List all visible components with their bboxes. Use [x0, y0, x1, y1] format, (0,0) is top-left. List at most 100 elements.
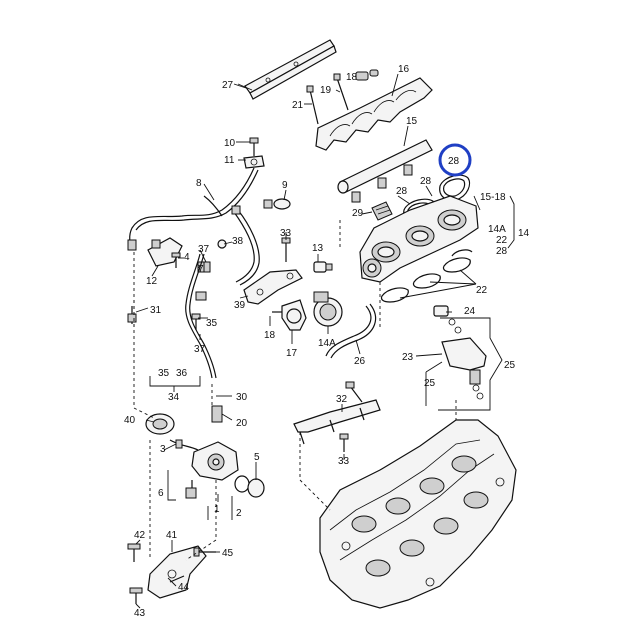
label-7: 7: [198, 264, 204, 275]
label-17: 17: [286, 348, 298, 359]
label-35-lower: 35: [158, 368, 170, 379]
label-35-upper: 35: [206, 318, 218, 329]
label-41: 41: [166, 530, 178, 541]
label-27: 27: [222, 80, 234, 91]
label-30: 30: [236, 392, 248, 403]
part-29-pad: [371, 201, 393, 221]
label-43: 43: [134, 608, 146, 619]
callout-labels: 27 16 19 18 21 15 10 11 8 9 28 28 28 29 …: [124, 64, 530, 619]
label-24: 24: [464, 306, 476, 317]
label-8: 8: [196, 178, 202, 189]
part-14a-actuator: [313, 291, 343, 327]
part-10-bolt: [249, 137, 259, 156]
label-33-lower: 33: [338, 456, 350, 467]
label-6: 6: [158, 488, 164, 499]
part-14-intake-manifold: [359, 195, 479, 283]
label-42: 42: [134, 530, 146, 541]
label-28-highlighted: 28: [448, 156, 460, 167]
part-35-bolt: [191, 313, 201, 330]
label-11: 11: [224, 155, 235, 166]
label-29: 29: [352, 208, 364, 219]
part-19-bolt: [333, 73, 349, 111]
label-28-upper: 28: [420, 176, 432, 187]
label-15-18: 15-18: [480, 192, 506, 203]
highlight-circle-28: [438, 143, 472, 177]
label-23: 23: [402, 352, 414, 363]
label-20: 20: [236, 418, 248, 429]
label-37-upper: 37: [198, 244, 210, 255]
label-12: 12: [146, 276, 158, 287]
part-27-rail: [237, 39, 337, 100]
label-28-side: 28: [496, 246, 508, 257]
part-33-bolt-lower: [339, 433, 349, 452]
part-43-bolt: [129, 587, 143, 604]
label-45: 45: [222, 548, 234, 559]
label-39: 39: [234, 300, 246, 311]
part-12-bracket: [147, 237, 183, 267]
part-41-bracket: [147, 545, 207, 599]
part-16-cap: [355, 69, 379, 81]
label-40: 40: [124, 415, 136, 426]
label-22-lower: 22: [476, 285, 488, 296]
part-11-clamp: [243, 155, 265, 169]
part-9-fitting: [263, 198, 291, 210]
label-14a-upper: 14A: [488, 224, 506, 235]
part-39-bracket: [243, 269, 303, 305]
part-18-manifold-cover: [315, 77, 433, 151]
leader-lines: [135, 73, 515, 609]
part-24-cap: [433, 305, 449, 317]
part-22-gaskets: [380, 249, 473, 303]
label-4: 4: [184, 252, 190, 263]
label-37-lower: 37: [194, 344, 206, 355]
part-31-bolt: [127, 306, 137, 324]
label-28-left: 28: [396, 186, 408, 197]
part-32-bracket: [293, 399, 381, 445]
part-38-clip: [217, 239, 227, 249]
label-26: 26: [354, 356, 366, 367]
label-3: 3: [160, 444, 166, 455]
part-26-pipe: [325, 303, 377, 359]
part-40-seal: [145, 413, 175, 435]
part-pipe-left: [185, 253, 217, 379]
part-33-bolt-top: [281, 237, 291, 262]
part-15-fuel-rail: [337, 139, 433, 203]
dashed-assembly-lines: [133, 220, 457, 561]
label-5: 5: [254, 452, 260, 463]
label-19: 19: [320, 85, 332, 96]
part-42-bolt: [127, 543, 141, 562]
part-23-injector: [441, 318, 487, 400]
label-44: 44: [178, 582, 190, 593]
part-45-bolt: [193, 547, 216, 557]
part-20-plug: [211, 405, 223, 423]
label-1: 1: [214, 504, 220, 515]
part-13-sensor: [313, 261, 333, 273]
part-5-ring: [234, 475, 265, 498]
label-36: 36: [176, 368, 188, 379]
label-18: 18: [346, 72, 358, 83]
part-17-valve: [272, 299, 307, 331]
label-18-lower: 18: [264, 330, 276, 341]
label-16: 16: [398, 64, 410, 75]
part-1-pump: [185, 441, 239, 499]
label-2: 2: [236, 508, 242, 519]
part-4-bolt: [171, 252, 181, 268]
label-32: 32: [336, 394, 348, 405]
label-14: 14: [518, 228, 530, 239]
label-10: 10: [224, 138, 236, 149]
cylinder-head: [319, 419, 517, 609]
label-22-upper: 22: [496, 235, 508, 246]
label-13: 13: [312, 243, 324, 254]
label-15: 15: [406, 116, 418, 127]
label-9: 9: [282, 180, 288, 191]
label-21: 21: [292, 100, 304, 111]
label-33-upper: 33: [280, 228, 292, 239]
label-31: 31: [150, 305, 162, 316]
label-38: 38: [232, 236, 244, 247]
label-25-left: 25: [424, 378, 436, 389]
part-8-fuel-line: [127, 167, 259, 251]
part-21-bolt: [306, 85, 319, 125]
part-hose-upper: [231, 205, 260, 286]
part-30-bolt: [345, 381, 363, 403]
